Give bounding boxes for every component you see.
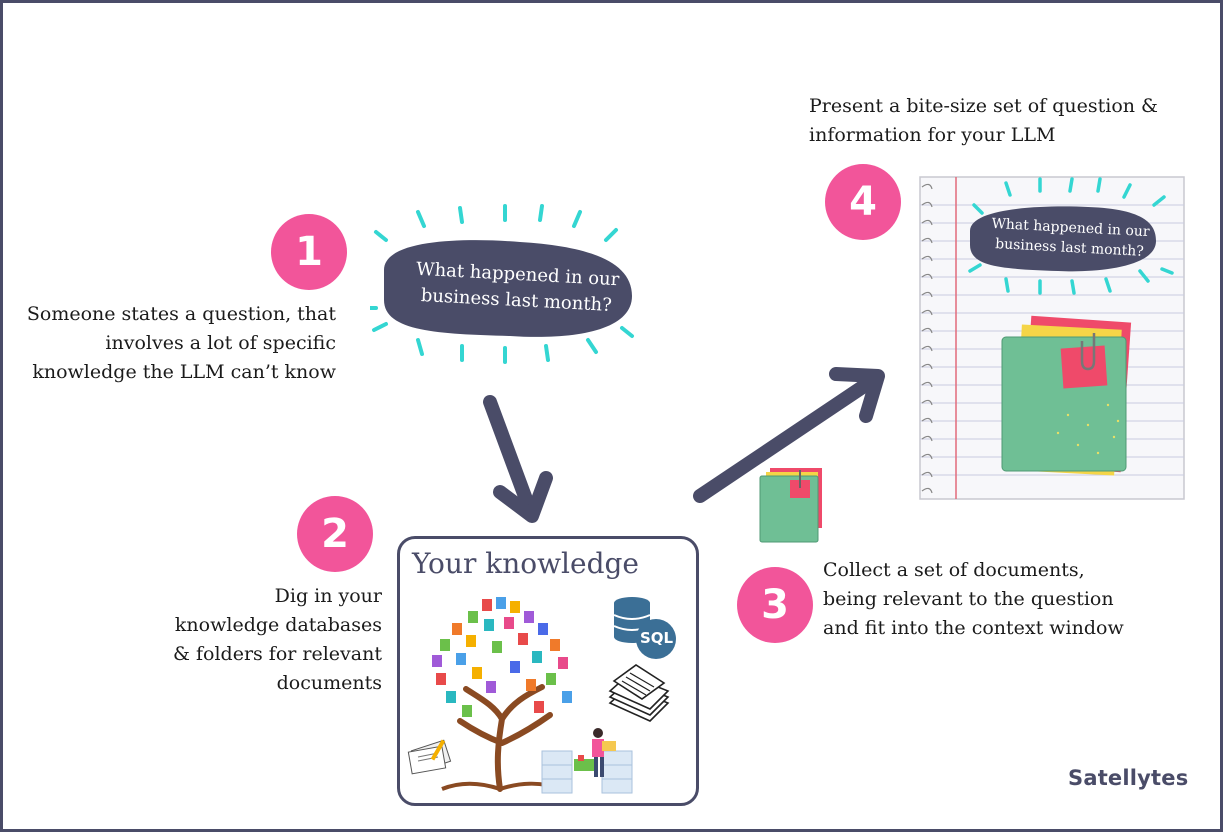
- step2-caption: Dig in your knowledge databases & folder…: [140, 582, 382, 698]
- step1-badge: 1: [271, 214, 347, 290]
- tree-of-books-icon: [432, 597, 572, 792]
- step3-badge: 3: [737, 567, 813, 643]
- step1-number: 1: [295, 229, 323, 275]
- step2-caption-line: knowledge databases: [174, 614, 382, 636]
- step3-caption-line: and fit into the context window: [823, 617, 1124, 639]
- documents-icon: [759, 468, 822, 543]
- step1-caption-line: knowledge the LLM can’t know: [32, 361, 336, 383]
- step3-caption-line: being relevant to the question: [823, 588, 1114, 610]
- satellytes-logo: Satellytes: [1068, 766, 1189, 790]
- book-leaves: [432, 597, 572, 717]
- step1-caption: Someone states a question, that involves…: [20, 300, 336, 387]
- step4-caption-line: information for your LLM: [809, 124, 1056, 146]
- step3-caption-line: Collect a set of documents,: [823, 559, 1085, 581]
- step2-caption-line: & folders for relevant: [173, 643, 382, 665]
- paper-stack-icon: [608, 664, 670, 722]
- sql-label: SQL: [640, 629, 674, 647]
- folder-icon: [1001, 315, 1132, 476]
- sparkle-rays: [370, 204, 634, 364]
- step4-caption-line: Present a bite-size set of question &: [809, 95, 1158, 117]
- step4-number: 4: [849, 179, 877, 225]
- step2-caption-line: Dig in your: [274, 585, 382, 607]
- step2-caption-line: documents: [276, 672, 382, 694]
- step4-badge: 4: [825, 164, 901, 240]
- step1-caption-line: involves a lot of specific: [105, 332, 336, 354]
- step2-number: 2: [321, 511, 349, 557]
- notebook-graphic: [919, 176, 1185, 500]
- arrow-up-right-icon: [693, 367, 885, 503]
- knowledge-box: Your knowledge SQL: [397, 536, 699, 806]
- step3-number: 3: [761, 582, 789, 628]
- database-icon: [613, 597, 676, 659]
- step2-badge: 2: [297, 496, 373, 572]
- documents-icon: [407, 739, 452, 775]
- question-bubble-graphic: [370, 204, 634, 364]
- paperclip-icon: [1080, 333, 1096, 371]
- knowledge-box-title: Your knowledge: [412, 547, 639, 580]
- person-with-box-icon: [541, 728, 633, 794]
- arrow-down-icon: [483, 395, 553, 523]
- step4-caption: Present a bite-size set of question & in…: [809, 92, 1158, 150]
- step1-caption-line: Someone states a question, that: [26, 303, 336, 325]
- notebook-sparkle-rays: [968, 177, 1174, 295]
- sticky-note: [790, 480, 810, 498]
- speckles: [1056, 403, 1120, 455]
- ring-binding: [921, 183, 933, 494]
- step3-caption: Collect a set of documents, being releva…: [823, 556, 1124, 643]
